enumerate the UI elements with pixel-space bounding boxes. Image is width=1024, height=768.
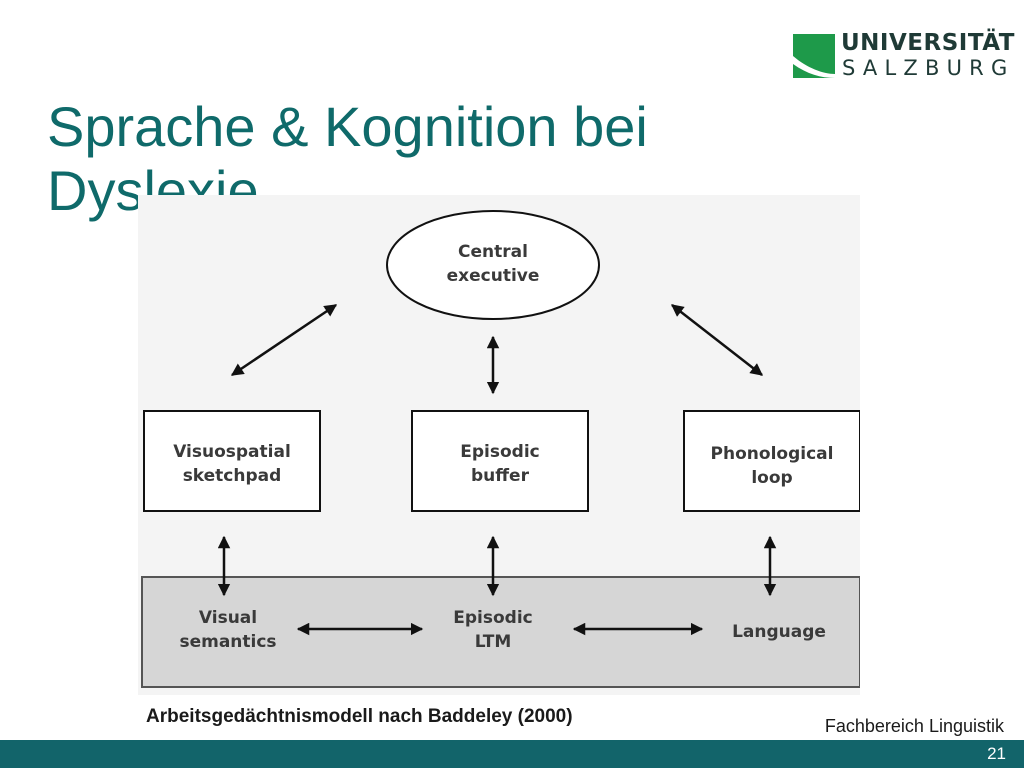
episodic-ltm-label-line2: LTM (475, 632, 512, 652)
visual-semantics-label-line1: Visual (199, 608, 257, 628)
working-memory-diagram: Central executive Visuospatial sketchpad… (138, 195, 860, 695)
logo-text-salzburg: SALZBURG (842, 56, 1015, 80)
episodic-ltm-label-line1: Episodic (453, 608, 532, 628)
episodic-buffer-label-line1: Episodic (460, 442, 539, 462)
visuospatial-sketchpad-label-line1: Visuospatial (173, 442, 291, 462)
page-number: 21 (987, 744, 1006, 763)
university-logo: UNIVERSITÄT SALZBURG (793, 30, 1014, 82)
footer-bar: 21 (0, 740, 1024, 768)
visuospatial-sketchpad-node (143, 410, 321, 512)
central-executive-node (386, 210, 600, 320)
central-executive-label-line2: executive (447, 266, 540, 286)
arrow-executive-sketchpad (230, 303, 338, 377)
central-executive-label-line1: Central (458, 242, 528, 262)
phonological-loop-node (683, 410, 860, 512)
university-logo-mark-icon (793, 34, 835, 78)
episodic-buffer-node (411, 410, 589, 512)
logo-text-universitaet: UNIVERSITÄT (841, 30, 1015, 56)
long-term-memory-band (141, 576, 860, 688)
slide-title: Sprache & Kognition bei Dyslexie (47, 95, 648, 222)
visual-semantics-label-line2: semantics (179, 632, 276, 652)
diagram-canvas: Central executive Visuospatial sketchpad… (141, 210, 860, 688)
arrow-executive-loop (671, 304, 763, 376)
department-label: Fachbereich Linguistik (824, 716, 1004, 736)
phonological-loop-label-line1: Phonological (711, 444, 834, 464)
episodic-buffer-label-line2: buffer (471, 466, 530, 486)
visuospatial-sketchpad-label-line2: sketchpad (183, 466, 282, 486)
language-label: Language (732, 622, 826, 642)
diagram-caption: Arbeitsgedächtnismodell nach Baddeley (2… (146, 706, 573, 727)
phonological-loop-label-line2: loop (751, 468, 792, 488)
